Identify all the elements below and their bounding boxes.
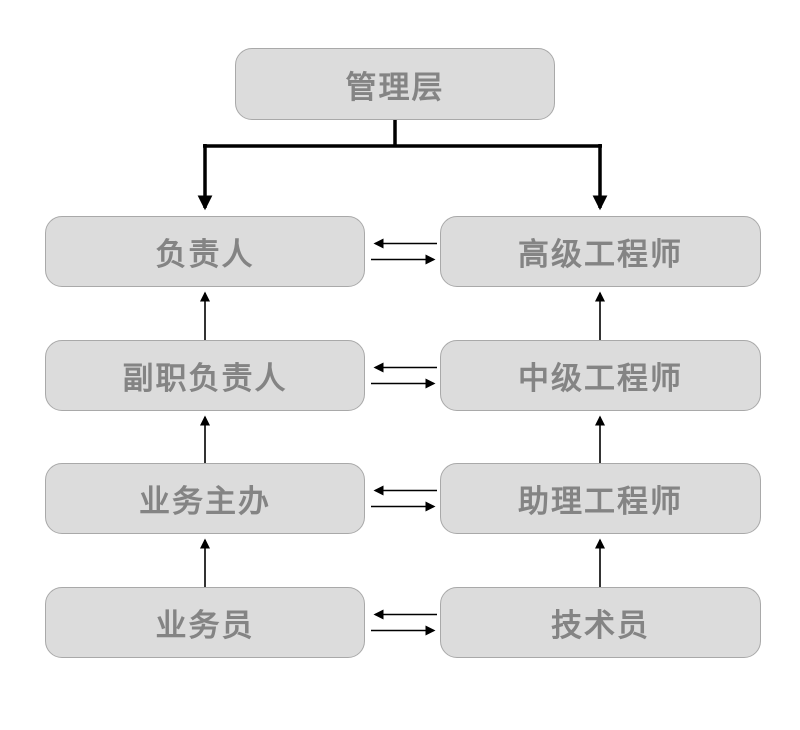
- node-assistant-engineer-label: 助理工程师: [518, 484, 683, 519]
- node-business-supervisor: 业务主办: [45, 463, 365, 534]
- node-assistant-engineer: 助理工程师: [440, 463, 761, 534]
- node-salesperson-label: 业务员: [155, 608, 255, 643]
- node-technician: 技术员: [440, 587, 761, 658]
- node-intermediate-engineer-label: 中级工程师: [518, 361, 683, 396]
- node-principal-label: 负责人: [155, 237, 255, 272]
- node-deputy-principal-label: 副职负责人: [122, 361, 288, 396]
- node-technician-label: 技术员: [551, 608, 650, 643]
- node-management-label: 管理层: [345, 69, 445, 105]
- node-salesperson: 业务员: [45, 587, 365, 658]
- node-intermediate-engineer: 中级工程师: [440, 340, 761, 411]
- transfer-arrows: [371, 238, 437, 636]
- node-senior-engineer-label: 高级工程师: [518, 237, 683, 272]
- root-branch-connector: [197, 120, 608, 211]
- node-principal: 负责人: [45, 216, 365, 287]
- node-deputy-principal: 副职负责人: [45, 340, 365, 411]
- node-business-supervisor-label: 业务主办: [139, 484, 271, 519]
- node-management: 管理层: [235, 48, 555, 120]
- node-senior-engineer: 高级工程师: [440, 216, 761, 287]
